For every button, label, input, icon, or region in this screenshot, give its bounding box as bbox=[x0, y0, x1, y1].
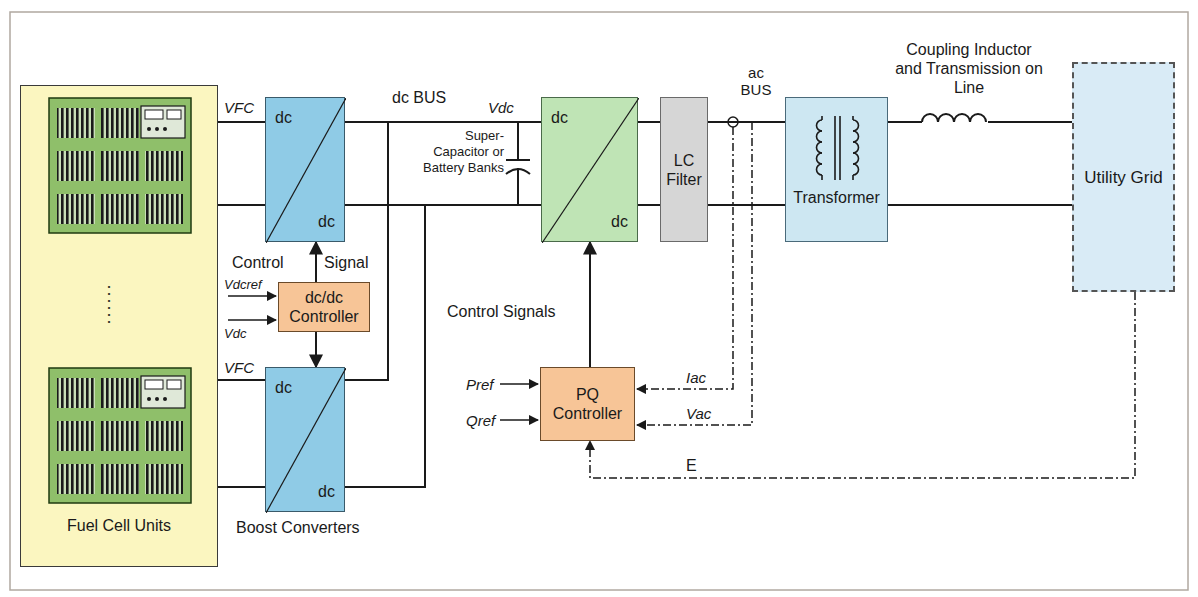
boost-converter: dc dc bbox=[265, 367, 345, 512]
component-label: Coupling Inductor and Transmission on Li… bbox=[893, 40, 1045, 97]
connector-line bbox=[888, 204, 1072, 206]
frame bbox=[10, 12, 1188, 590]
connector-line bbox=[345, 122, 541, 380]
edge-label: Control Signals bbox=[445, 302, 558, 321]
connector-line bbox=[590, 292, 1135, 478]
inverter-box: dc dc bbox=[541, 97, 638, 242]
signal-name: Qref bbox=[466, 411, 495, 430]
transformer-box: Transformer bbox=[785, 97, 888, 242]
node-text: dc bbox=[318, 212, 335, 231]
component-label: Super-Capacitor or Battery Banks bbox=[410, 128, 504, 176]
ellipsis-mark: ...... bbox=[104, 284, 123, 326]
connector-line bbox=[638, 204, 660, 206]
connector-line bbox=[708, 121, 785, 123]
signal-name: VFC bbox=[224, 358, 254, 377]
capacitor-symbol bbox=[506, 122, 530, 205]
signal-name: VFC bbox=[224, 98, 254, 117]
inductor-ground bbox=[922, 108, 988, 124]
box-decoration bbox=[21, 86, 219, 568]
signal-name: Iac bbox=[686, 368, 706, 387]
node-text: PQ Controller bbox=[544, 385, 631, 423]
grid-box: Utility Grid bbox=[1072, 62, 1175, 292]
connector-line bbox=[638, 121, 660, 123]
node-text: dc/dc Controller bbox=[282, 288, 366, 326]
bus-label: dc BUS bbox=[392, 88, 446, 107]
controller-box: PQ Controller bbox=[540, 367, 635, 441]
node-text: Utility Grid bbox=[1077, 168, 1170, 187]
connector-line bbox=[315, 332, 317, 367]
node-text: dc bbox=[275, 378, 292, 397]
signal-name: Vdc bbox=[224, 324, 246, 343]
node-text: dc bbox=[318, 482, 335, 501]
box-decoration bbox=[786, 98, 889, 243]
coupling-inductor bbox=[922, 114, 986, 122]
group-label: Boost Converters bbox=[236, 518, 360, 537]
node-text: LC Filter bbox=[664, 151, 704, 189]
signal-name: Vac bbox=[686, 404, 711, 423]
node-text: dc bbox=[611, 212, 628, 231]
signal-label: Control bbox=[232, 253, 284, 272]
node-text: Fuel Cell Units bbox=[21, 516, 217, 535]
node-text: dc bbox=[275, 108, 292, 127]
signal-name: Vdc bbox=[488, 98, 514, 117]
edge-label: E bbox=[684, 456, 699, 475]
connector-line bbox=[345, 205, 541, 487]
signal-name: Pref bbox=[466, 375, 494, 394]
signal-name: Vdcref bbox=[224, 275, 262, 294]
node-text: Transformer bbox=[788, 188, 885, 207]
filter-box: LC Filter bbox=[660, 97, 708, 242]
bus-label: ac BUS bbox=[736, 64, 776, 98]
controller-box: dc/dc Controller bbox=[278, 282, 370, 332]
boost-converter: dc dc bbox=[265, 97, 345, 242]
connector-line bbox=[315, 242, 317, 282]
node-text: dc bbox=[551, 108, 568, 127]
connector-line bbox=[589, 242, 591, 367]
connector-line bbox=[708, 204, 785, 206]
signal-label: Signal bbox=[324, 253, 368, 272]
